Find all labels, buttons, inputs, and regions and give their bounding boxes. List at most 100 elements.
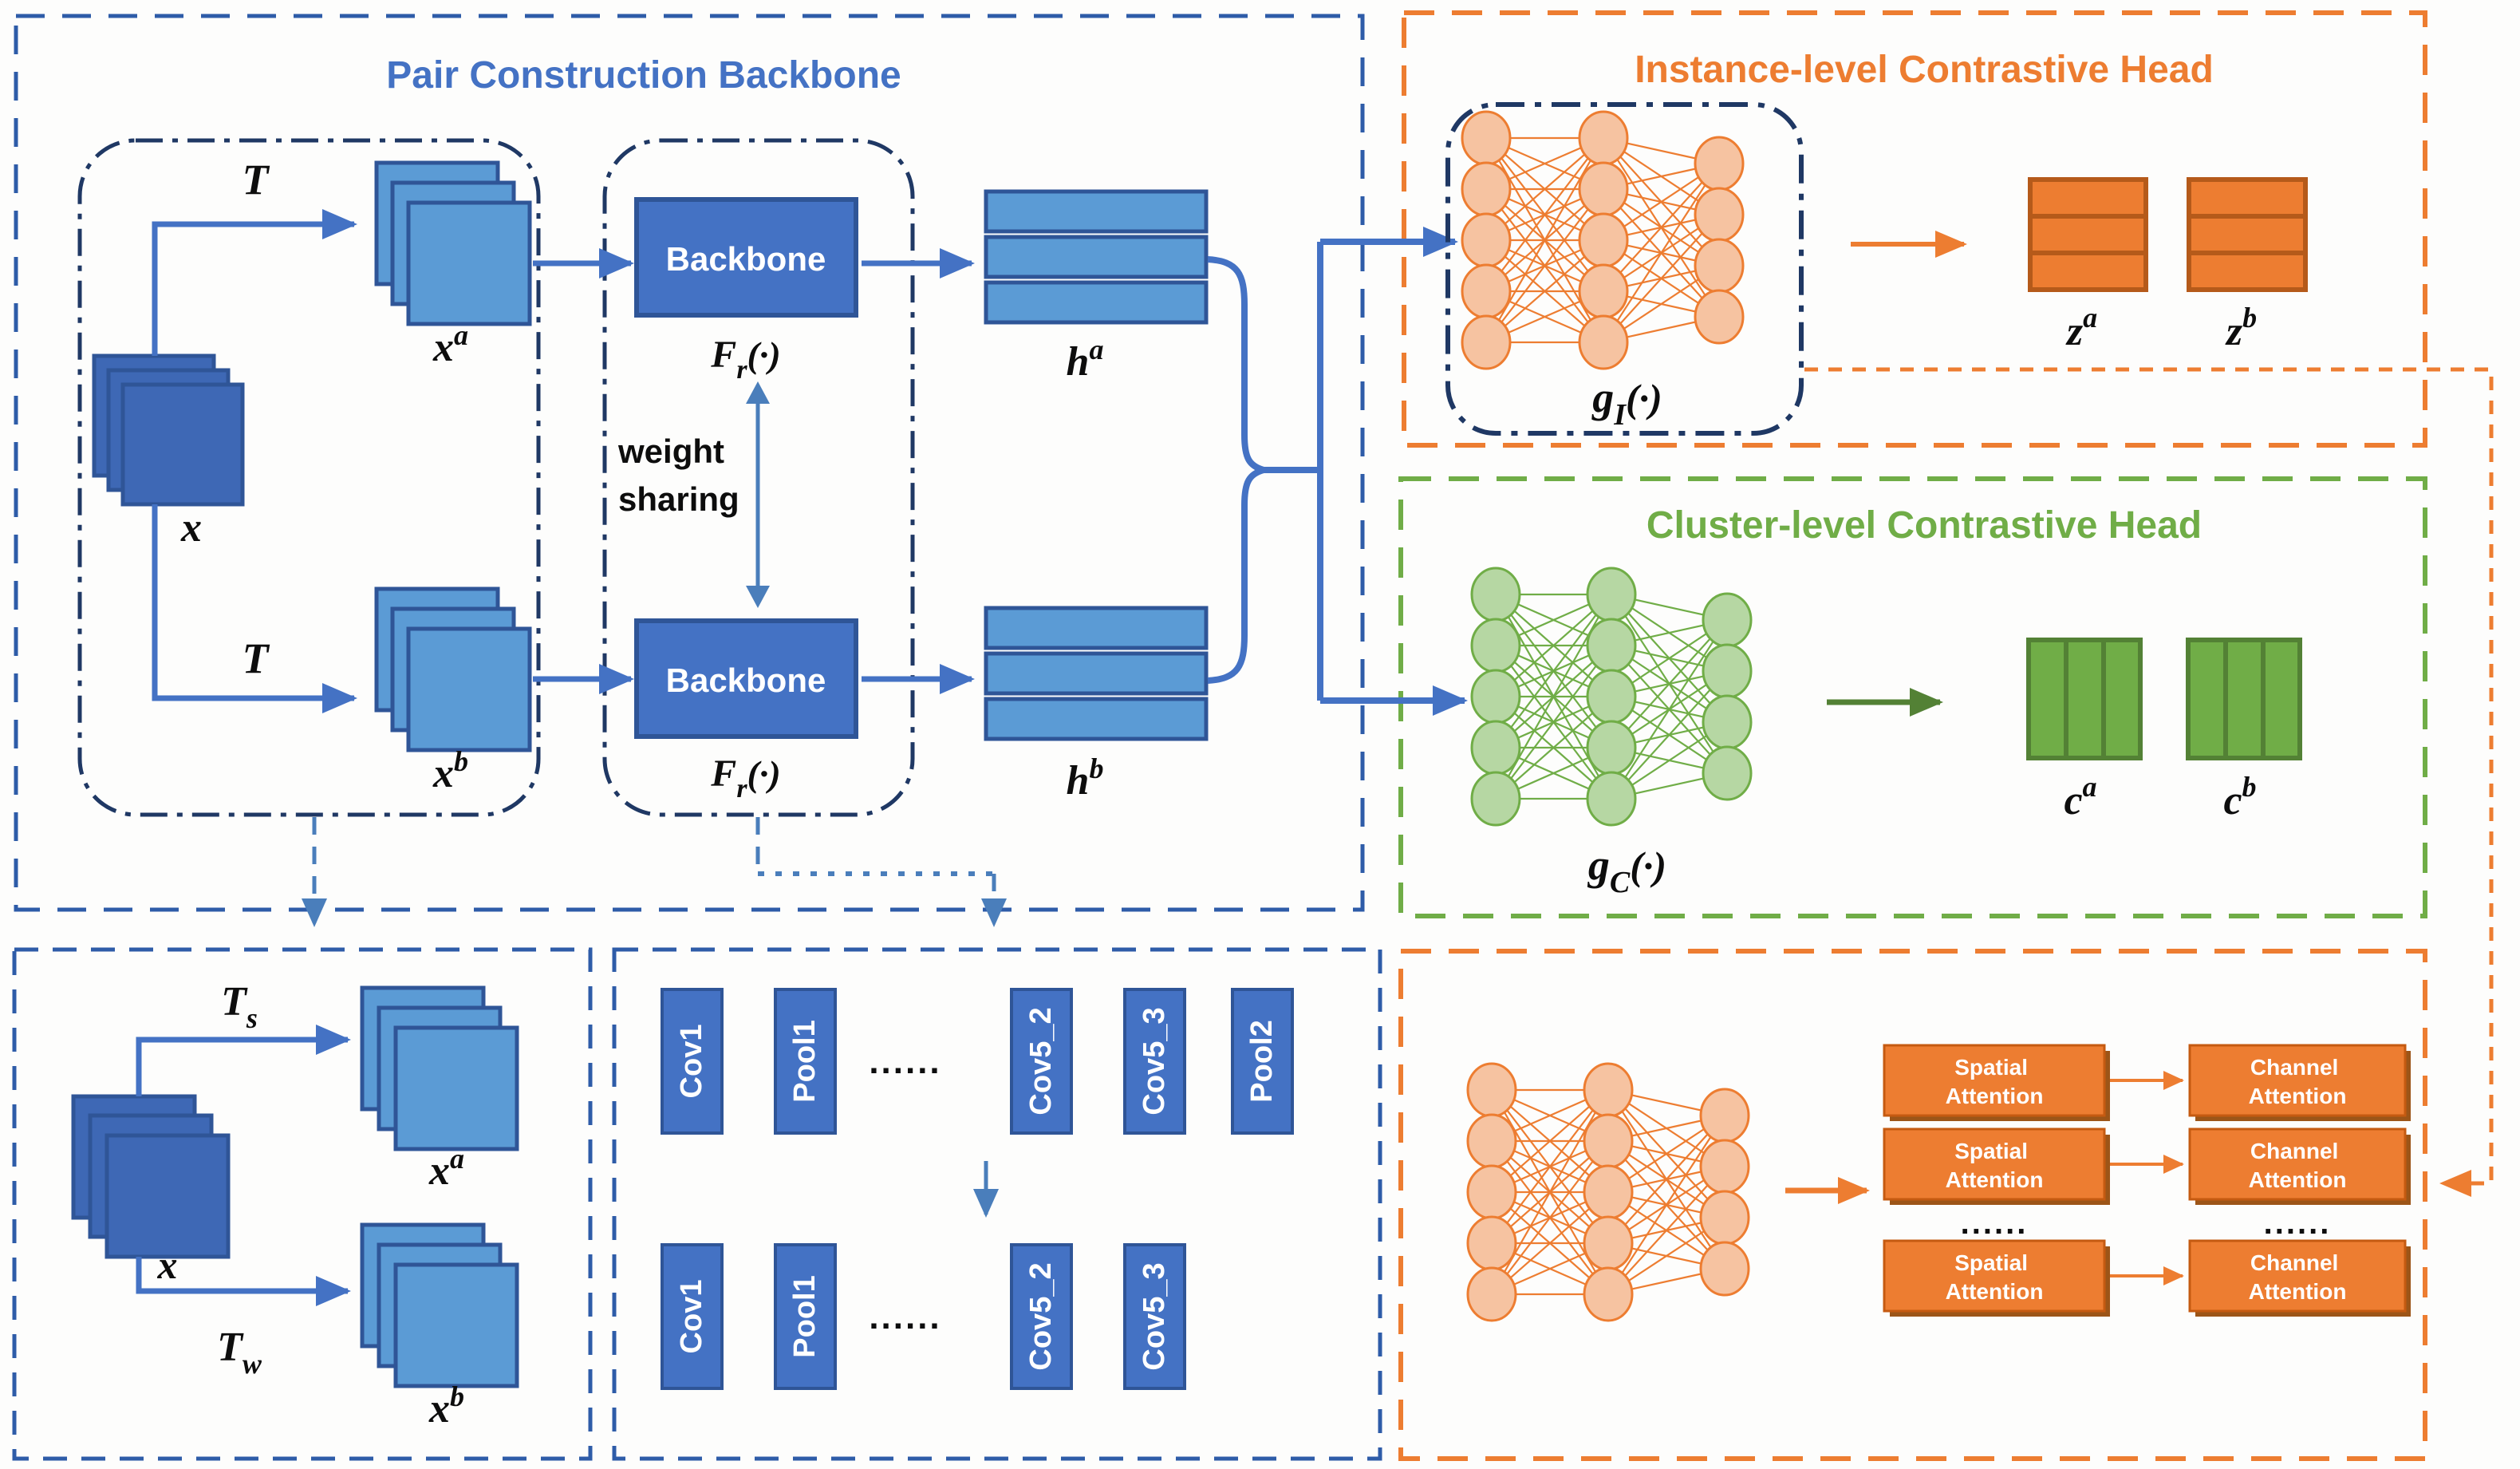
instance-mlp-network bbox=[1461, 110, 1745, 370]
cluster-mlp-network bbox=[1470, 567, 1753, 827]
zb-base: z bbox=[2225, 309, 2243, 354]
fn-base: F bbox=[710, 752, 736, 795]
network-node bbox=[1461, 110, 1512, 166]
network-node bbox=[1578, 212, 1629, 268]
network-node bbox=[1470, 720, 1521, 776]
network-edge bbox=[1607, 1166, 1725, 1295]
network-node bbox=[1699, 1088, 1750, 1143]
pair-backbone-panel bbox=[14, 14, 1365, 912]
spatial-attention-box bbox=[1883, 1044, 2106, 1117]
augmentation-panel bbox=[12, 947, 593, 1461]
network-node bbox=[1586, 669, 1637, 725]
ca-base: c bbox=[2064, 778, 2082, 823]
za-base: z bbox=[2065, 309, 2084, 354]
network-node bbox=[1702, 643, 1753, 699]
network-node bbox=[1470, 669, 1521, 725]
label-line2: Attention bbox=[1946, 1167, 2044, 1192]
network-edge bbox=[1611, 619, 1728, 800]
zb-sup: b bbox=[2242, 302, 2257, 334]
channel-attention-label: Channel Attention bbox=[2249, 1055, 2347, 1108]
network-edge bbox=[1485, 188, 1604, 343]
pair-backbone-title: Pair Construction Backbone bbox=[386, 54, 901, 97]
augment-xa-label: xa bbox=[428, 1143, 464, 1194]
gI-dashdot-box bbox=[1445, 102, 1804, 436]
fn-args: (·) bbox=[747, 334, 781, 375]
feature-ha bbox=[984, 189, 1209, 325]
view-b-base: x bbox=[432, 751, 454, 796]
augment-xb-stack bbox=[360, 1222, 519, 1388]
zb-box bbox=[2187, 177, 2308, 292]
network-edge bbox=[1491, 1140, 1609, 1295]
network-node bbox=[1694, 136, 1745, 192]
backbone-bottom-fn: Fr(·) bbox=[710, 752, 780, 804]
network-node bbox=[1583, 1215, 1634, 1271]
za-sup: a bbox=[2083, 302, 2097, 334]
vgg-block: Cov5_3 bbox=[1138, 1007, 1171, 1115]
weight-sharing-label-2: sharing bbox=[618, 480, 739, 518]
label-line2: Attention bbox=[1946, 1084, 2044, 1108]
network-node bbox=[1461, 263, 1512, 319]
gC-sub: C bbox=[1610, 866, 1631, 899]
label-line1: Spatial bbox=[1954, 1139, 2028, 1163]
ts-label: Ts bbox=[221, 979, 258, 1034]
vgg-row-1: Cov1 Pool1 ...... Cov5_2 Cov5_3 Pool2 bbox=[661, 988, 1294, 1135]
view-b-stack bbox=[374, 586, 532, 752]
gI-base: g bbox=[1591, 373, 1614, 421]
cb-base: c bbox=[2223, 778, 2242, 823]
augment-dashdot-box bbox=[77, 138, 541, 817]
attention-row: Spatial Attention Channel Attention bbox=[1883, 1127, 2411, 1205]
view-b-label: xb bbox=[432, 745, 468, 796]
ha-base: h bbox=[1067, 339, 1090, 385]
network-node bbox=[1583, 1062, 1634, 1118]
cb-box bbox=[2186, 638, 2302, 760]
attention-row: Spatial Attention Channel Attention bbox=[1883, 1239, 2411, 1317]
network-node bbox=[1586, 618, 1637, 673]
ts-sub: s bbox=[246, 1002, 258, 1034]
tw-label: Tw bbox=[217, 1325, 262, 1380]
network-node bbox=[1694, 187, 1745, 243]
input-x-label: x bbox=[180, 505, 202, 551]
feature-hb-label: hb bbox=[1067, 752, 1104, 804]
label-line2: Attention bbox=[2249, 1084, 2347, 1108]
backbone-bottom-label: Backbone bbox=[666, 661, 826, 699]
ha-sup: a bbox=[1089, 334, 1103, 365]
network-node bbox=[1702, 745, 1753, 801]
ca-sup: a bbox=[2083, 771, 2097, 803]
network-edge bbox=[1603, 163, 1720, 292]
label-line2: Attention bbox=[2249, 1167, 2347, 1192]
ts-base: T bbox=[221, 979, 248, 1025]
weight-sharing-label-1: weight bbox=[617, 432, 724, 470]
ca-label: ca bbox=[2064, 771, 2096, 823]
network-edge bbox=[1607, 1115, 1725, 1295]
vgg-ellipsis-row1: ...... bbox=[869, 1042, 941, 1081]
label-line1: Spatial bbox=[1954, 1250, 2028, 1275]
transform-t-bottom-label: T bbox=[243, 634, 270, 682]
network-edge bbox=[1485, 137, 1604, 292]
network-node bbox=[1578, 263, 1629, 319]
spatial-attention-box bbox=[1883, 1127, 2106, 1201]
network-edge bbox=[1491, 1089, 1609, 1244]
strong-aug-arrow bbox=[136, 1025, 351, 1096]
feature-ha-label: ha bbox=[1067, 334, 1104, 385]
network-node bbox=[1699, 1139, 1750, 1195]
cb-label: cb bbox=[2223, 771, 2256, 823]
backbone-top-fn: Fr(·) bbox=[710, 334, 780, 385]
aug-xb-sup: b bbox=[450, 1380, 464, 1412]
network-node bbox=[1578, 314, 1629, 370]
network-node bbox=[1578, 110, 1629, 166]
network-node bbox=[1466, 1113, 1517, 1169]
label-line1: Channel bbox=[2250, 1139, 2338, 1163]
fn-args: (·) bbox=[747, 753, 781, 794]
aug-xa-base: x bbox=[428, 1148, 450, 1194]
gC-args: (·) bbox=[1630, 843, 1666, 888]
channel-attention-box bbox=[2188, 1127, 2407, 1201]
network-edge bbox=[1495, 594, 1612, 748]
gC-base: g bbox=[1587, 841, 1610, 889]
network-node bbox=[1470, 618, 1521, 673]
network-edge bbox=[1603, 214, 1720, 343]
network-node bbox=[1466, 1062, 1517, 1118]
backbone-box-bottom bbox=[634, 618, 858, 739]
vgg-block: Pool1 bbox=[788, 1020, 822, 1102]
za-label: za bbox=[2065, 302, 2097, 354]
network-node bbox=[1470, 567, 1521, 622]
